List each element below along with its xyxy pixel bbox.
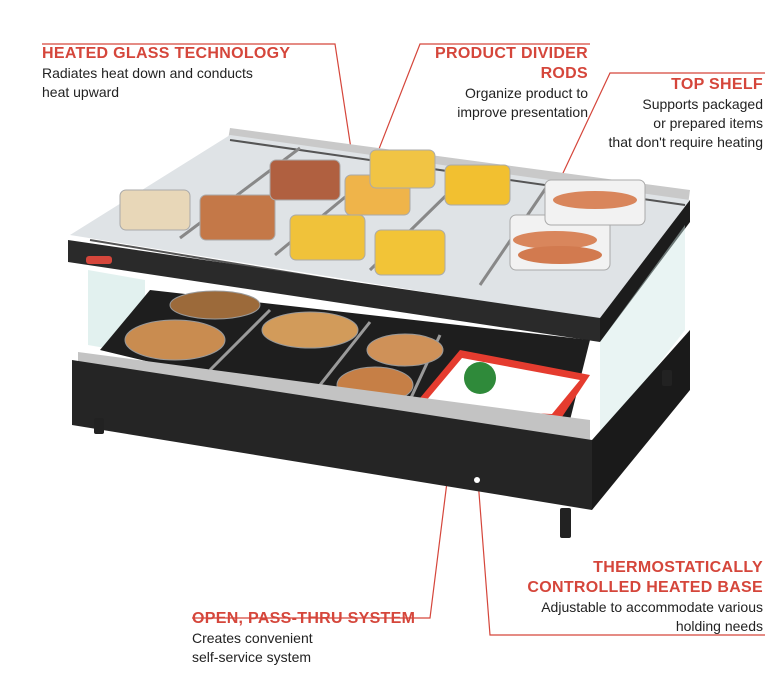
top-shelf-title: TOP SHELF <box>671 76 763 93</box>
divider-rods-title-1: PRODUCT DIVIDER <box>435 45 588 62</box>
divider-rods-desc-2: improve presentation <box>457 104 588 120</box>
callout-top-shelf: TOP SHELF Supports packaged or prepared … <box>560 75 763 152</box>
pass-thru-desc-1: Creates convenient <box>192 630 313 646</box>
pass-thru-desc-2: self-service system <box>192 649 312 665</box>
heated-glass-desc-1: Radiates heat down and conducts <box>42 65 253 81</box>
top-shelf-desc-2: or prepared items <box>653 115 763 131</box>
heated-glass-desc-2: heat upward <box>42 84 120 100</box>
callout-heated-base: THERMOSTATICALLY CONTROLLED HEATED BASE … <box>480 558 763 636</box>
heated-base-desc-2: holding needs <box>675 618 763 634</box>
top-shelf-desc-3: that don't require heating <box>608 134 763 150</box>
callout-heated-glass: HEATED GLASS TECHNOLOGY Radiates heat do… <box>42 44 290 102</box>
heated-base-title-2: CONTROLLED HEATED BASE <box>527 579 763 596</box>
callout-divider-rods: PRODUCT DIVIDER RODS Organize product to… <box>400 44 588 122</box>
heated-base-title-1: THERMOSTATICALLY <box>593 559 763 576</box>
heated-glass-title: HEATED GLASS TECHNOLOGY <box>42 45 291 62</box>
heated-base-desc-1: Adjustable to accommodate various <box>541 599 763 615</box>
pass-thru-title: OPEN, PASS-THRU SYSTEM <box>192 610 416 627</box>
divider-rods-desc-1: Organize product to <box>465 85 588 101</box>
divider-rods-title-2: RODS <box>540 65 588 82</box>
callout-pass-thru: OPEN, PASS-THRU SYSTEM Creates convenien… <box>192 609 415 667</box>
top-shelf-desc-1: Supports packaged <box>642 96 763 112</box>
